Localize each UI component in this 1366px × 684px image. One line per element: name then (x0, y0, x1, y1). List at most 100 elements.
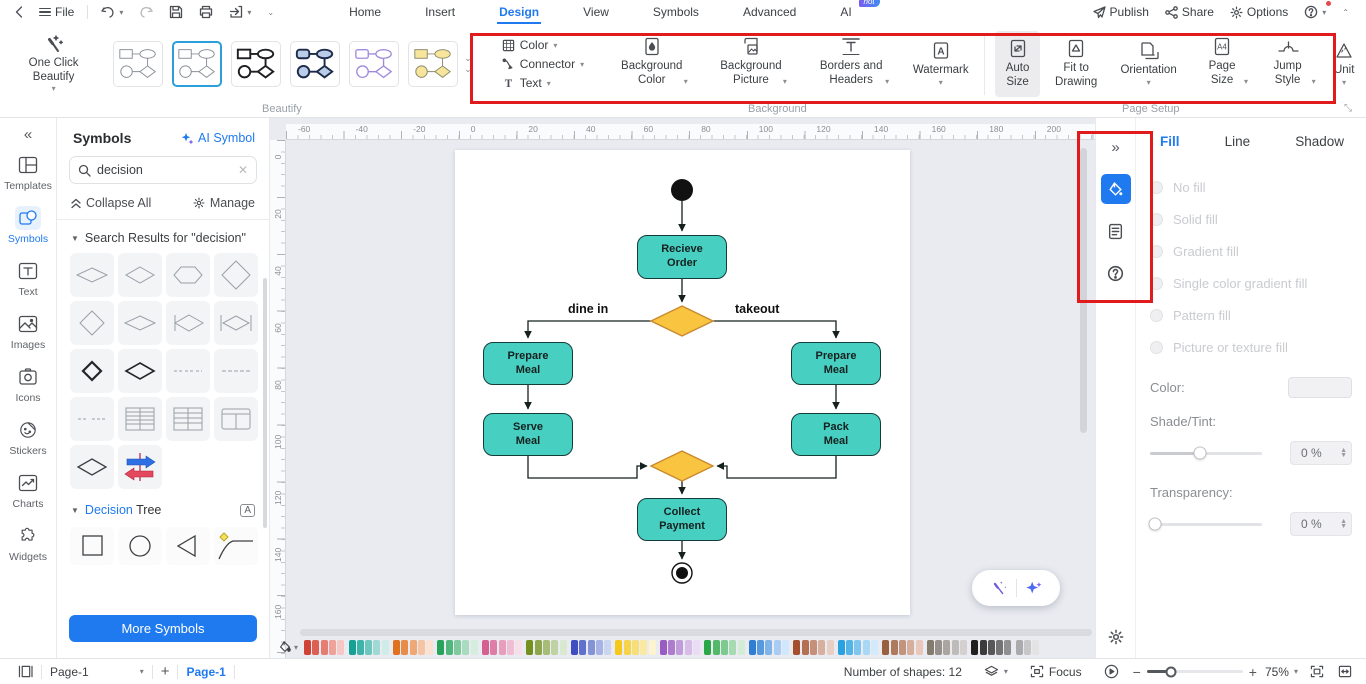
export-button[interactable]: ▾ (222, 3, 258, 21)
palette-swatch[interactable] (498, 639, 506, 655)
palette-swatch[interactable] (898, 639, 906, 655)
sidebar-item-text[interactable]: Text (3, 259, 53, 298)
palette-swatch[interactable] (417, 639, 425, 655)
presentation-button[interactable] (1096, 664, 1127, 679)
symbol-diamond-bold-wide[interactable] (118, 349, 162, 393)
symbol-decision-arrows[interactable] (118, 445, 162, 489)
help-panel-button[interactable] (1101, 258, 1131, 288)
style-preset-purple-outline[interactable] (349, 41, 400, 87)
palette-swatch[interactable] (470, 639, 478, 655)
borders-headers-button[interactable]: Borders and Headers ▾ (807, 31, 896, 97)
palette-swatch[interactable] (445, 639, 453, 655)
palette-swatch[interactable] (862, 639, 870, 655)
style-preset-yellow-filled[interactable] (408, 41, 459, 87)
settings-gear-button[interactable] (1108, 629, 1124, 650)
ai-beautify-wand-button[interactable] (990, 579, 1008, 597)
palette-swatch[interactable] (809, 639, 817, 655)
palette-swatch[interactable] (704, 639, 712, 655)
one-click-beautify-button[interactable]: One Click Beautify ▾ (8, 31, 99, 97)
palette-swatch[interactable] (490, 639, 498, 655)
orientation-button[interactable]: Orientation ▾ (1112, 31, 1185, 97)
collapse-all-button[interactable]: Collapse All (71, 196, 151, 210)
palette-swatch[interactable] (595, 639, 603, 655)
palette-swatch[interactable] (632, 639, 639, 655)
palette-swatch[interactable] (365, 639, 373, 655)
symbol-diamond-wide[interactable] (118, 301, 162, 345)
sidebar-item-widgets[interactable]: Widgets (3, 524, 53, 563)
sidebar-item-charts[interactable]: Charts (3, 471, 53, 510)
style-preset-blue-filled[interactable] (290, 41, 341, 87)
fill-option[interactable]: Picture or texture fill (1136, 331, 1366, 363)
publish-button[interactable]: Publish (1086, 3, 1156, 21)
tab-fill[interactable]: Fill (1160, 134, 1180, 149)
symbol-diamond-large[interactable] (214, 253, 258, 297)
palette-swatch[interactable] (320, 639, 328, 655)
layers-button[interactable]: ▾ (976, 665, 1016, 678)
zoom-slider[interactable] (1146, 666, 1243, 677)
palette-swatch[interactable] (304, 639, 312, 655)
shade-tint-spinner[interactable]: 0 %▲▼ (1290, 441, 1352, 465)
symbols-panel-scrollbar[interactable] (263, 278, 267, 528)
symbol-list-item[interactable] (70, 397, 114, 441)
symbol-search-input[interactable] (97, 163, 232, 177)
palette-swatch[interactable] (793, 639, 801, 655)
symbol-list-item[interactable] (166, 349, 210, 393)
page-tab-page-1[interactable]: Page-1 (186, 664, 226, 679)
ai-sparkle-button[interactable] (1025, 579, 1043, 597)
palette-swatch[interactable] (951, 639, 959, 655)
fit-to-drawing-button[interactable]: Fit to Drawing (1048, 31, 1104, 97)
style-preset-outline[interactable] (113, 41, 164, 87)
text-symbol-toggle-icon[interactable]: A (240, 503, 255, 517)
palette-swatch[interactable] (615, 639, 623, 655)
palette-swatch[interactable] (971, 639, 979, 655)
symbol-decision-matrix[interactable] (118, 397, 162, 441)
save-button[interactable] (162, 3, 190, 21)
symbol-elbow-connector[interactable] (214, 527, 258, 565)
options-button[interactable]: Options (1223, 3, 1295, 21)
zoom-in-button[interactable]: + (1248, 663, 1257, 680)
style-preset-bold[interactable] (231, 41, 282, 87)
connector-menu-button[interactable]: Connector▾ (502, 57, 584, 71)
palette-swatch[interactable] (890, 639, 898, 655)
symbol-diamond-wide[interactable] (70, 445, 114, 489)
node-receive-order[interactable]: Recieve Order (637, 235, 727, 279)
fill-option[interactable]: Pattern fill (1136, 299, 1366, 331)
tab-symbols[interactable]: Symbols (652, 5, 699, 19)
tab-shadow[interactable]: Shadow (1295, 134, 1344, 149)
sidebar-item-stickers[interactable]: Stickers (3, 418, 53, 457)
search-results-header[interactable]: ▼ Search Results for "decision" (71, 231, 246, 245)
fill-option[interactable]: Gradient fill (1136, 235, 1366, 267)
palette-swatch[interactable] (782, 639, 790, 655)
unit-button[interactable]: Unit ▾ (1322, 31, 1366, 97)
more-symbols-button[interactable]: More Symbols (69, 615, 257, 642)
palette-swatch[interactable] (1032, 639, 1040, 655)
palette-swatch[interactable] (559, 639, 567, 655)
fit-width-button[interactable] (1334, 665, 1356, 678)
palette-swatch[interactable] (765, 639, 773, 655)
fill-bucket-button[interactable]: ▾ (278, 640, 298, 654)
palette-swatch[interactable] (543, 639, 551, 655)
fill-tool-button[interactable] (1100, 174, 1131, 204)
palette-swatch[interactable] (871, 639, 879, 655)
palette-swatch[interactable] (846, 639, 854, 655)
palette-swatch[interactable] (996, 639, 1004, 655)
sidebar-item-templates[interactable]: Templates (3, 153, 53, 192)
palette-swatch[interactable] (773, 639, 781, 655)
vertical-scrollbar[interactable] (1080, 148, 1087, 433)
palette-swatch[interactable] (401, 639, 409, 655)
fit-to-window-button[interactable] (1306, 665, 1328, 678)
palette-swatch[interactable] (1004, 639, 1012, 655)
sidebar-item-icons[interactable]: Icons (3, 365, 53, 404)
symbol-list-item[interactable] (214, 349, 258, 393)
node-prepare-meal-left[interactable]: Prepare Meal (483, 342, 573, 385)
symbol-square[interactable] (70, 527, 114, 565)
palette-swatch[interactable] (526, 639, 534, 655)
spinner-arrows[interactable]: ▲▼ (1340, 518, 1347, 530)
palette-swatch[interactable] (481, 639, 489, 655)
palette-swatch[interactable] (801, 639, 809, 655)
drawing-page[interactable]: Recieve Order Prepare Meal Prepare Meal … (455, 150, 910, 615)
node-serve-meal[interactable]: Serve Meal (483, 413, 573, 456)
page-setup-launcher-icon[interactable]: ⤡ (1344, 103, 1352, 114)
